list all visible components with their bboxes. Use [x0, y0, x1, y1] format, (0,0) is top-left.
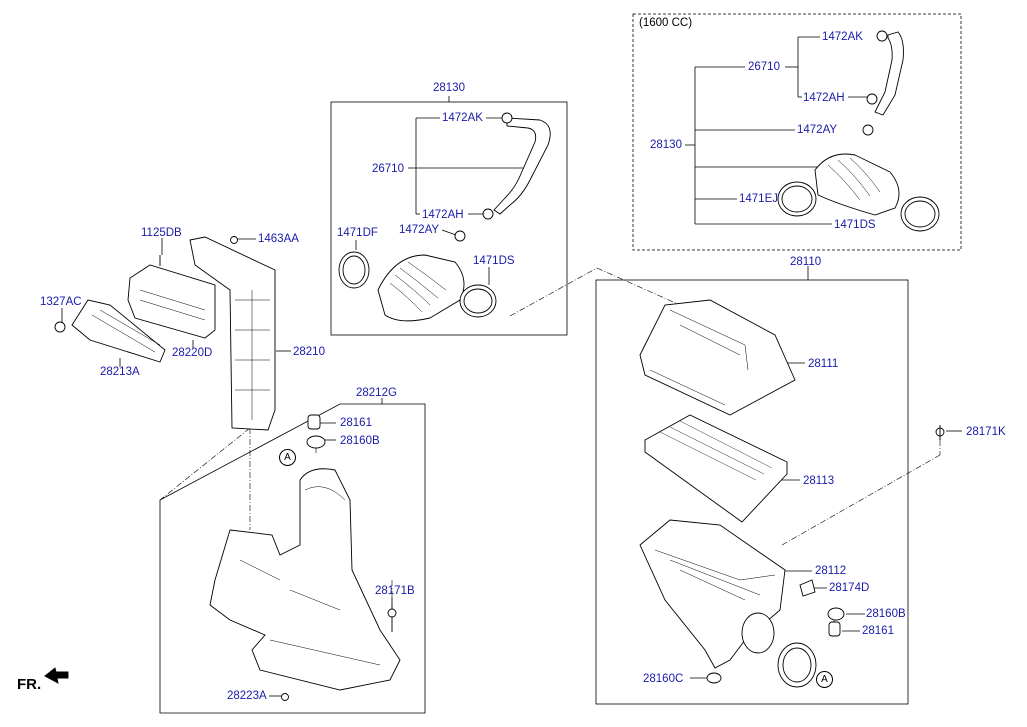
label-28130-alt: 28130 — [650, 139, 682, 151]
label-26710-alt: 26710 — [748, 61, 780, 73]
label-28160C: 28160C — [643, 673, 684, 685]
label-28210: 28210 — [293, 346, 325, 358]
label-1472AK: 1472AK — [442, 112, 483, 124]
label-1471DS: 1471DS — [473, 255, 515, 267]
label-1472AK-alt: 1472AK — [822, 31, 863, 43]
label-28174D: 28174D — [829, 582, 870, 594]
bracket-28220D — [127, 264, 216, 339]
label-28171K: 28171K — [966, 426, 1006, 438]
bolt-1327AC — [54, 321, 66, 333]
label-28161-right: 28161 — [862, 625, 894, 637]
label-1471DS-alt: 1471DS — [834, 219, 876, 231]
label-28160B-right: 28160B — [866, 608, 906, 620]
label-1472AY-alt: 1472AY — [797, 124, 838, 136]
label-28213A: 28213A — [100, 366, 140, 378]
label-28111: 28111 — [808, 358, 839, 370]
frame-1600cc — [632, 13, 962, 251]
variant-label: (1600 CC) — [639, 17, 693, 29]
duct-28210 — [189, 236, 276, 431]
front-arrow-icon — [44, 667, 69, 684]
label-28171B: 28171B — [375, 585, 415, 597]
bracket-28213A — [71, 299, 166, 363]
intake-hose-28130-alt — [814, 153, 900, 216]
ref-marker-air-cleaner: A — [816, 671, 833, 688]
label-1472AY: 1472AY — [399, 224, 440, 236]
label-28110: 28110 — [790, 256, 822, 268]
resonator-28212G — [209, 468, 401, 691]
label-1327AC: 1327AC — [40, 296, 82, 308]
label-28220D: 28220D — [172, 347, 213, 359]
clamp-1472AY — [454, 230, 466, 242]
label-28130: 28130 — [433, 82, 465, 94]
intake-hose-28130 — [377, 254, 465, 322]
clamp-1472AH — [482, 208, 494, 220]
front-label: FR. — [17, 676, 42, 693]
label-1472AH-alt: 1472AH — [803, 92, 845, 104]
label-26710: 26710 — [372, 163, 404, 175]
breather-hose-26710 — [493, 117, 551, 215]
label-28212G: 28212G — [356, 387, 397, 399]
label-28112: 28112 — [815, 565, 847, 577]
label-28113: 28113 — [803, 475, 835, 487]
label-1471DF: 1471DF — [337, 227, 378, 239]
label-1125DB: 1125DB — [141, 227, 182, 239]
label-1463AA: 1463AA — [258, 233, 299, 245]
label-1471EJ: 1471EJ — [739, 193, 779, 205]
label-28223A: 28223A — [227, 690, 267, 702]
label-28160B: 28160B — [340, 435, 380, 447]
label-1472AH: 1472AH — [422, 209, 464, 221]
label-28161: 28161 — [340, 417, 372, 429]
cover-28111 — [639, 299, 796, 416]
breather-hose-26710-alt — [874, 31, 904, 116]
ref-marker-resonator: A — [279, 449, 296, 466]
clamp-1472AK — [501, 112, 513, 124]
frame-air-cleaner — [595, 279, 909, 705]
